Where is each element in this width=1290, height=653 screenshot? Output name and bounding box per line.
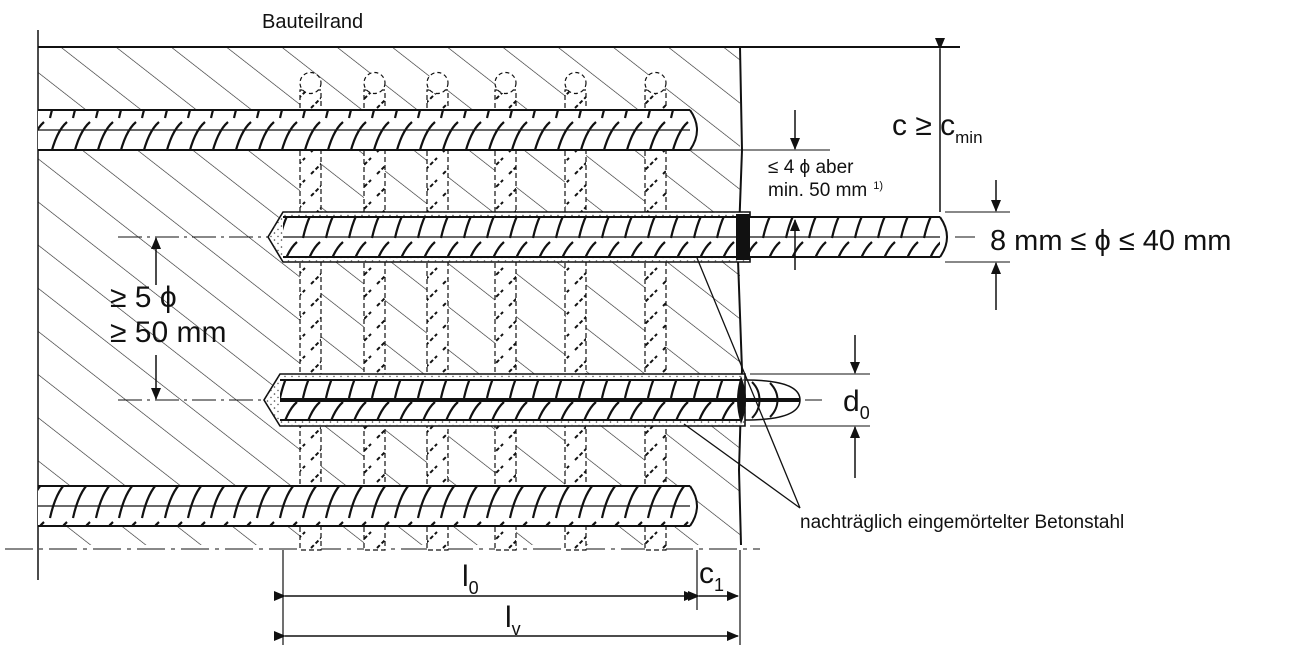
bar-distance-label-line1: ≥ 5 ϕ <box>110 281 177 314</box>
stirrup <box>644 71 667 551</box>
drill-diameter-subscript: 0 <box>860 403 870 423</box>
existing-rebar-bottom <box>38 485 698 527</box>
end-cover-text: c <box>699 557 714 590</box>
existing-stirrups <box>299 71 667 551</box>
dimension-diameter <box>945 180 1010 310</box>
diameter-range-label: 8 mm ≤ ϕ ≤ 40 mm <box>990 225 1231 257</box>
post-installed-rebar-label: nachträglich eingemörtelter Betonstahl <box>800 512 1124 533</box>
dimension-drill-diameter <box>750 335 870 478</box>
lap-length-subscript: 0 <box>469 578 479 598</box>
mortar-plug <box>736 214 750 260</box>
embedment-length-label: lv <box>505 601 521 639</box>
spacing-label-line1: ≤ 4 ϕ aber <box>768 157 854 178</box>
spacing-label-text: min. 50 mm <box>768 180 867 201</box>
mortar-plug <box>737 376 746 424</box>
stirrup <box>564 71 587 551</box>
embedment-length-text: l <box>505 601 512 634</box>
post-installed-rebar-lower <box>263 373 801 427</box>
component-face-right <box>736 46 744 546</box>
dimension-lengths <box>274 550 741 645</box>
lap-length-text: l <box>462 560 469 593</box>
component-edge-label: Bauteilrand <box>262 11 363 33</box>
stirrup <box>426 71 449 551</box>
end-cover-label: c1 <box>699 557 724 595</box>
existing-rebar-top <box>38 109 698 151</box>
drill-diameter-text: d <box>843 385 860 418</box>
bar-distance-label-line2: ≥ 50 mm <box>110 316 226 349</box>
lap-length-label: l0 <box>462 560 479 598</box>
centerlines <box>118 236 975 401</box>
spacing-label-line2: min. 50 mm 1) <box>768 180 883 201</box>
stirrup <box>299 71 322 551</box>
stirrup <box>363 71 386 551</box>
cover-label: c ≥ cmin <box>892 109 983 147</box>
cover-text: c ≥ c <box>892 109 955 142</box>
stirrup <box>494 71 517 551</box>
dimension-spacing <box>690 110 830 270</box>
end-cover-subscript: 1 <box>714 575 724 595</box>
post-installed-rebar-upper <box>267 211 948 263</box>
drill-diameter-label: d0 <box>843 385 870 423</box>
spacing-footnote: 1) <box>873 180 883 192</box>
label-leaders <box>683 257 801 509</box>
embedment-length-subscript: v <box>512 619 521 639</box>
cover-subscript: min <box>955 128 982 147</box>
